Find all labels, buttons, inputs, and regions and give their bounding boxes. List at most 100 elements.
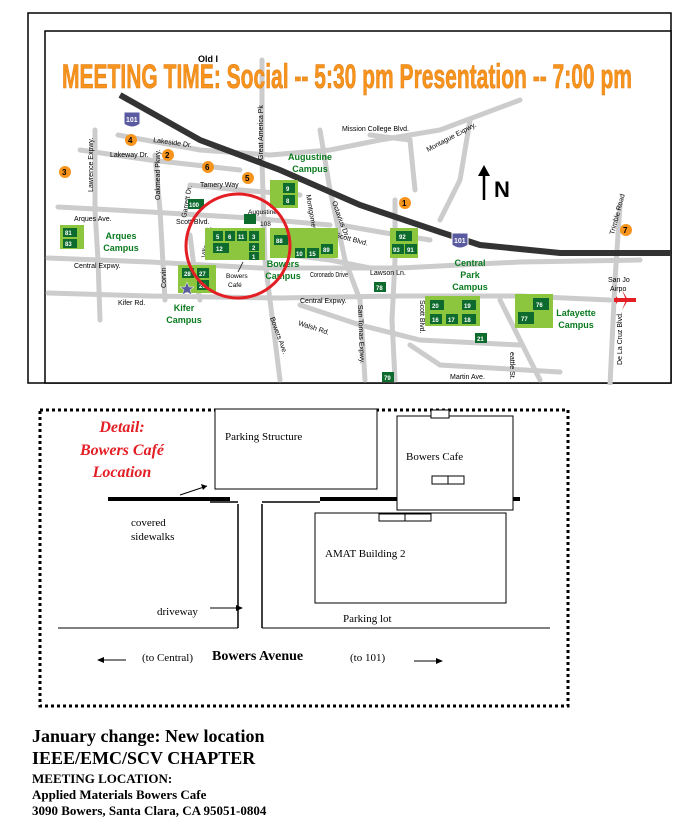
covered-sidewalks-2: sidewalks — [131, 531, 174, 543]
street-lawrence: Lawrence Expwy. — [88, 138, 95, 192]
bowers-cafe-building — [396, 415, 514, 511]
building-15: 15 — [307, 248, 319, 258]
campus-kifer-1: Kifer — [174, 303, 195, 313]
building-8: 8 — [283, 195, 295, 205]
footer-address: 3090 Bowers, Santa Clara, CA 95051-0804 — [32, 803, 267, 818]
building-19: 19 — [462, 300, 476, 310]
building-1: 1 — [249, 252, 259, 261]
detail-map: Detail: Bowers Café Location Parking Str… — [38, 408, 570, 708]
airport-plane-icon — [614, 290, 636, 310]
building-16: 16 — [430, 314, 442, 324]
footer-january-change: January change: New location — [32, 726, 265, 746]
highway-101 — [118, 92, 671, 256]
street-sanjose: San Jo — [608, 277, 630, 284]
building-20: 20 — [430, 300, 444, 310]
building-augustine-108 — [244, 214, 256, 224]
to-101-label: (to 101) — [350, 652, 385, 664]
building-18: 18 — [462, 314, 476, 324]
svg-text:16: 16 — [432, 318, 439, 324]
footer-chapter: IEEE/EMC/SCV CHAPTER — [32, 748, 256, 768]
svg-text:8: 8 — [286, 199, 290, 205]
svg-text:15: 15 — [309, 252, 316, 258]
footer-meeting-location: MEETING LOCATION: — [32, 771, 173, 786]
highway-101-shield-east: 101 — [451, 232, 469, 249]
street-lawson: Lawson Ln. — [370, 270, 406, 277]
campus-lafayette-2: Campus — [558, 320, 594, 330]
svg-text:12: 12 — [216, 247, 223, 253]
arrow-right-icon — [414, 658, 443, 664]
bowers-cafe-pointer — [237, 261, 244, 273]
orange-markers: 1 2 3 4 5 6 7 — [59, 134, 632, 236]
street-airport: Airpo — [610, 286, 626, 293]
building-17: 17 — [446, 314, 458, 324]
svg-text:10: 10 — [296, 252, 303, 258]
svg-text:3: 3 — [252, 235, 256, 241]
svg-text:5: 5 — [216, 235, 220, 241]
svg-text:78: 78 — [376, 286, 383, 292]
svg-text:91: 91 — [407, 248, 414, 254]
street-great-america: Great America Pk — [258, 105, 265, 160]
building-12: 12 — [213, 243, 229, 253]
street-delacruz: De La Cruz Blvd. — [617, 312, 624, 365]
marker-4: 4 — [125, 134, 137, 146]
building-10: 10 — [295, 248, 305, 258]
building-11: 11 — [237, 231, 247, 241]
svg-text:77: 77 — [521, 317, 528, 323]
svg-text:7: 7 — [623, 226, 628, 235]
street-san-tomas: San Tomas Expwy. — [356, 305, 365, 364]
marker-2: 2 — [162, 149, 174, 161]
bowers-avenue-label: Bowers Avenue — [212, 649, 303, 664]
north-arrow-icon: N — [478, 165, 510, 202]
campus-central-park-3: Campus — [452, 282, 488, 292]
bowers-cafe-label-2: Café — [228, 282, 242, 289]
location-star-icon — [179, 281, 195, 296]
svg-text:18: 18 — [464, 318, 471, 324]
building-6: 6 — [225, 231, 235, 241]
campus-central-park-1: Central — [454, 258, 485, 268]
highway-101-shield-west: 101 — [123, 111, 141, 128]
svg-text:100: 100 — [189, 203, 200, 209]
campus-bowers-2: Campus — [265, 271, 301, 281]
street-martin: Martin Ave. — [450, 374, 485, 381]
to-central-label: (to Central) — [142, 652, 193, 664]
campus-labels: Augustine Campus Arques Campus Bowers Ca… — [103, 152, 596, 330]
svg-text:28: 28 — [184, 272, 191, 278]
building-76: 76 — [533, 298, 549, 310]
street-mission: Mission College Blvd. — [342, 126, 409, 133]
campus-augustine-2: Campus — [292, 164, 328, 174]
svg-text:101: 101 — [126, 117, 138, 124]
top-edge-label: Old I — [198, 54, 218, 64]
buildings: 9 8 100 5 6 11 3 12 2 1 81 83 88 10 15 8… — [63, 183, 549, 382]
detail-title: Detail: Bowers Café Location — [79, 419, 165, 481]
svg-text:21: 21 — [477, 337, 484, 343]
campus-arques-1: Arques — [105, 231, 136, 241]
svg-text:1: 1 — [252, 255, 256, 261]
building-21: 21 — [475, 333, 487, 343]
bowers-cafe-highlight-circle — [184, 192, 292, 300]
building-100: 100 — [188, 199, 204, 209]
svg-text:5: 5 — [245, 174, 250, 183]
street-kifer: Kifer Rd. — [118, 300, 145, 307]
svg-text:93: 93 — [393, 248, 400, 254]
svg-text:Detail:: Detail: — [98, 419, 144, 436]
street-central: Central Expwy. — [74, 263, 121, 270]
street-lakeway: Lakeway Dr. — [110, 152, 149, 159]
svg-text:4: 4 — [128, 136, 133, 145]
arrow-left-icon — [97, 657, 126, 663]
campus-kifer-2: Campus — [166, 315, 202, 325]
building-2: 2 — [249, 243, 259, 252]
building-78: 78 — [374, 282, 386, 292]
campus-arques-2: Campus — [103, 243, 139, 253]
svg-text:19: 19 — [464, 304, 471, 310]
parking-lot-label: Parking lot — [343, 613, 392, 625]
svg-text:101: 101 — [454, 238, 466, 245]
street-arques: Arques Ave. — [74, 216, 112, 223]
svg-text:88: 88 — [276, 239, 283, 245]
marker-6: 6 — [202, 161, 214, 173]
footer-venue: Applied Materials Bowers Cafe — [32, 787, 207, 802]
campus-lafayette-1: Lafayette — [556, 308, 596, 318]
campus-map: MEETING TIME: Social -- 5:30 pm Presenta… — [27, 12, 672, 385]
svg-text:N: N — [494, 177, 510, 202]
street-eattle: eattle St. — [508, 352, 515, 380]
driveway-label: driveway — [157, 606, 198, 618]
